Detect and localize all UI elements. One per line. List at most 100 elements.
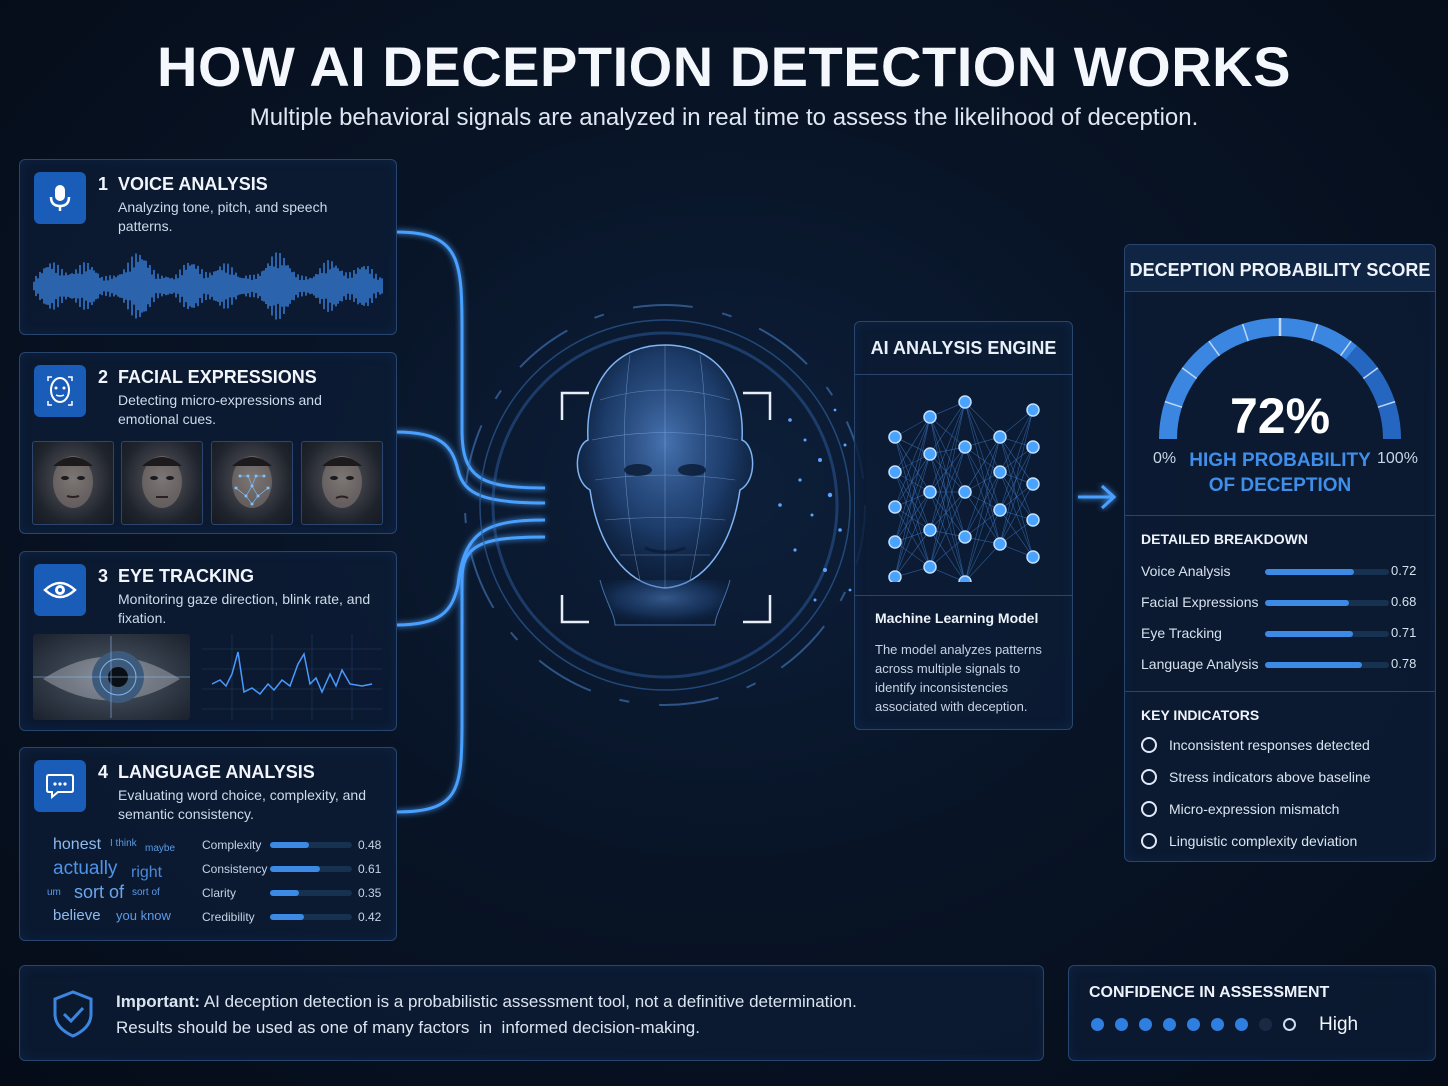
metric-bar bbox=[270, 890, 352, 896]
notice-label: Important: bbox=[116, 992, 201, 1011]
nn-edge bbox=[929, 453, 966, 582]
nn-node bbox=[958, 575, 972, 582]
nn-edge bbox=[929, 453, 966, 493]
gauge-tick bbox=[1362, 367, 1379, 380]
module-description: Detecting micro-expressions and emotiona… bbox=[118, 392, 322, 427]
nn-edge bbox=[964, 401, 1001, 511]
nn-node bbox=[1026, 403, 1040, 417]
nn-edge bbox=[964, 471, 1001, 538]
metric-bar bbox=[270, 866, 352, 872]
nn-edge bbox=[964, 543, 1001, 582]
nn-edge bbox=[964, 401, 1001, 438]
module-number: 1 bbox=[98, 174, 109, 194]
confidence-dot bbox=[1187, 1018, 1200, 1031]
metric-bar-fill bbox=[270, 890, 299, 896]
nn-edge bbox=[894, 506, 931, 531]
metric-value: 0.61 bbox=[358, 862, 382, 876]
nn-edge bbox=[929, 401, 966, 493]
face-thumbnail bbox=[301, 441, 383, 525]
nn-edge bbox=[999, 446, 1034, 545]
breakdown-bar-fill bbox=[1265, 569, 1355, 575]
nn-node bbox=[993, 430, 1007, 444]
nn-node bbox=[923, 560, 937, 574]
module-title: VOICE ANALYSIS bbox=[118, 174, 268, 194]
gauge-tick bbox=[1311, 323, 1319, 342]
nn-edge bbox=[964, 401, 1001, 545]
nn-node bbox=[888, 535, 902, 549]
confidence-dot bbox=[1139, 1018, 1152, 1031]
gauge-remainder bbox=[1345, 345, 1401, 440]
nn-node bbox=[923, 523, 937, 537]
breakdown-value: 0.78 bbox=[1391, 656, 1417, 671]
metric-bar-fill bbox=[270, 866, 321, 872]
nn-node bbox=[888, 465, 902, 479]
nn-edge bbox=[964, 436, 1001, 538]
module-number: 4 bbox=[98, 762, 109, 782]
nn-edge bbox=[964, 491, 1001, 545]
metric-value: 0.35 bbox=[358, 886, 382, 900]
face-thumbnail bbox=[121, 441, 203, 525]
breakdown-bar-fill bbox=[1265, 662, 1362, 668]
nn-edge bbox=[999, 409, 1034, 473]
data-particles bbox=[778, 408, 852, 602]
eye-icon bbox=[34, 564, 86, 616]
gauge-tick bbox=[1339, 340, 1352, 357]
model-description: The model analyzes patterns across multi… bbox=[875, 642, 1042, 714]
nn-edge bbox=[894, 471, 931, 568]
word-cloud-item: actually bbox=[53, 858, 118, 879]
module-title: FACIAL EXPRESSIONS bbox=[118, 367, 317, 387]
stress-icon bbox=[1141, 769, 1157, 785]
nn-node bbox=[888, 430, 902, 444]
nn-edge bbox=[894, 436, 931, 493]
gauge-fill bbox=[1159, 318, 1358, 440]
nn-edge bbox=[964, 446, 1001, 511]
nn-edge bbox=[929, 536, 966, 568]
word-cloud-item: believe bbox=[53, 907, 101, 924]
word-cloud-item: right bbox=[131, 864, 163, 881]
confidence-level: High bbox=[1319, 1014, 1359, 1035]
gauge-max-label: 100% bbox=[1377, 450, 1418, 467]
nn-node bbox=[1026, 550, 1040, 564]
verdict-line-2: OF DECEPTION bbox=[1208, 475, 1352, 496]
nn-node bbox=[993, 503, 1007, 517]
confidence-title: CONFIDENCE IN ASSESSMENT bbox=[1089, 984, 1330, 1001]
head-scan-graphic bbox=[576, 344, 754, 626]
breakdown-bar bbox=[1265, 569, 1389, 575]
nn-node bbox=[993, 465, 1007, 479]
page-title: HOW AI DECEPTION DETECTION WORKS bbox=[157, 35, 1291, 98]
notice-line-2: Results should be used as one of many fa… bbox=[116, 1018, 700, 1037]
nn-node bbox=[1026, 440, 1040, 454]
nn-edge bbox=[964, 471, 1001, 582]
divider bbox=[855, 374, 1072, 375]
nn-edge bbox=[894, 491, 931, 543]
eye-closeup-image bbox=[33, 634, 190, 720]
nn-edge bbox=[964, 446, 1001, 545]
nn-edge bbox=[894, 416, 931, 578]
nn-edge bbox=[929, 416, 966, 448]
nn-edge bbox=[999, 519, 1034, 545]
nn-node bbox=[1026, 513, 1040, 527]
score-value: 72% bbox=[1229, 388, 1331, 444]
nn-node bbox=[888, 570, 902, 582]
metric-bar-fill bbox=[270, 842, 310, 848]
nn-edge bbox=[929, 416, 966, 538]
indicator-item: Stress indicators above baseline bbox=[1141, 769, 1371, 785]
neural-network-graphic bbox=[888, 395, 1040, 582]
ai-engine-card: AI ANALYSIS ENGINE Machine Learning Mode… bbox=[854, 321, 1073, 730]
module-title: EYE TRACKING bbox=[118, 566, 255, 586]
nn-edge bbox=[929, 453, 966, 538]
nn-edge bbox=[929, 491, 966, 568]
score-header bbox=[1125, 245, 1435, 292]
nn-node bbox=[958, 530, 972, 544]
breakdown-bar bbox=[1265, 631, 1389, 637]
word-cloud-item: honest bbox=[53, 836, 102, 853]
metric-label: Consistency bbox=[202, 862, 268, 876]
face-thumbnail-landmarks bbox=[211, 441, 293, 525]
nn-edge bbox=[929, 416, 966, 582]
breakdown-value: 0.68 bbox=[1391, 594, 1417, 609]
nn-edge bbox=[929, 491, 966, 538]
nn-node bbox=[993, 537, 1007, 551]
indicators-title: KEY INDICATORS bbox=[1141, 707, 1260, 723]
